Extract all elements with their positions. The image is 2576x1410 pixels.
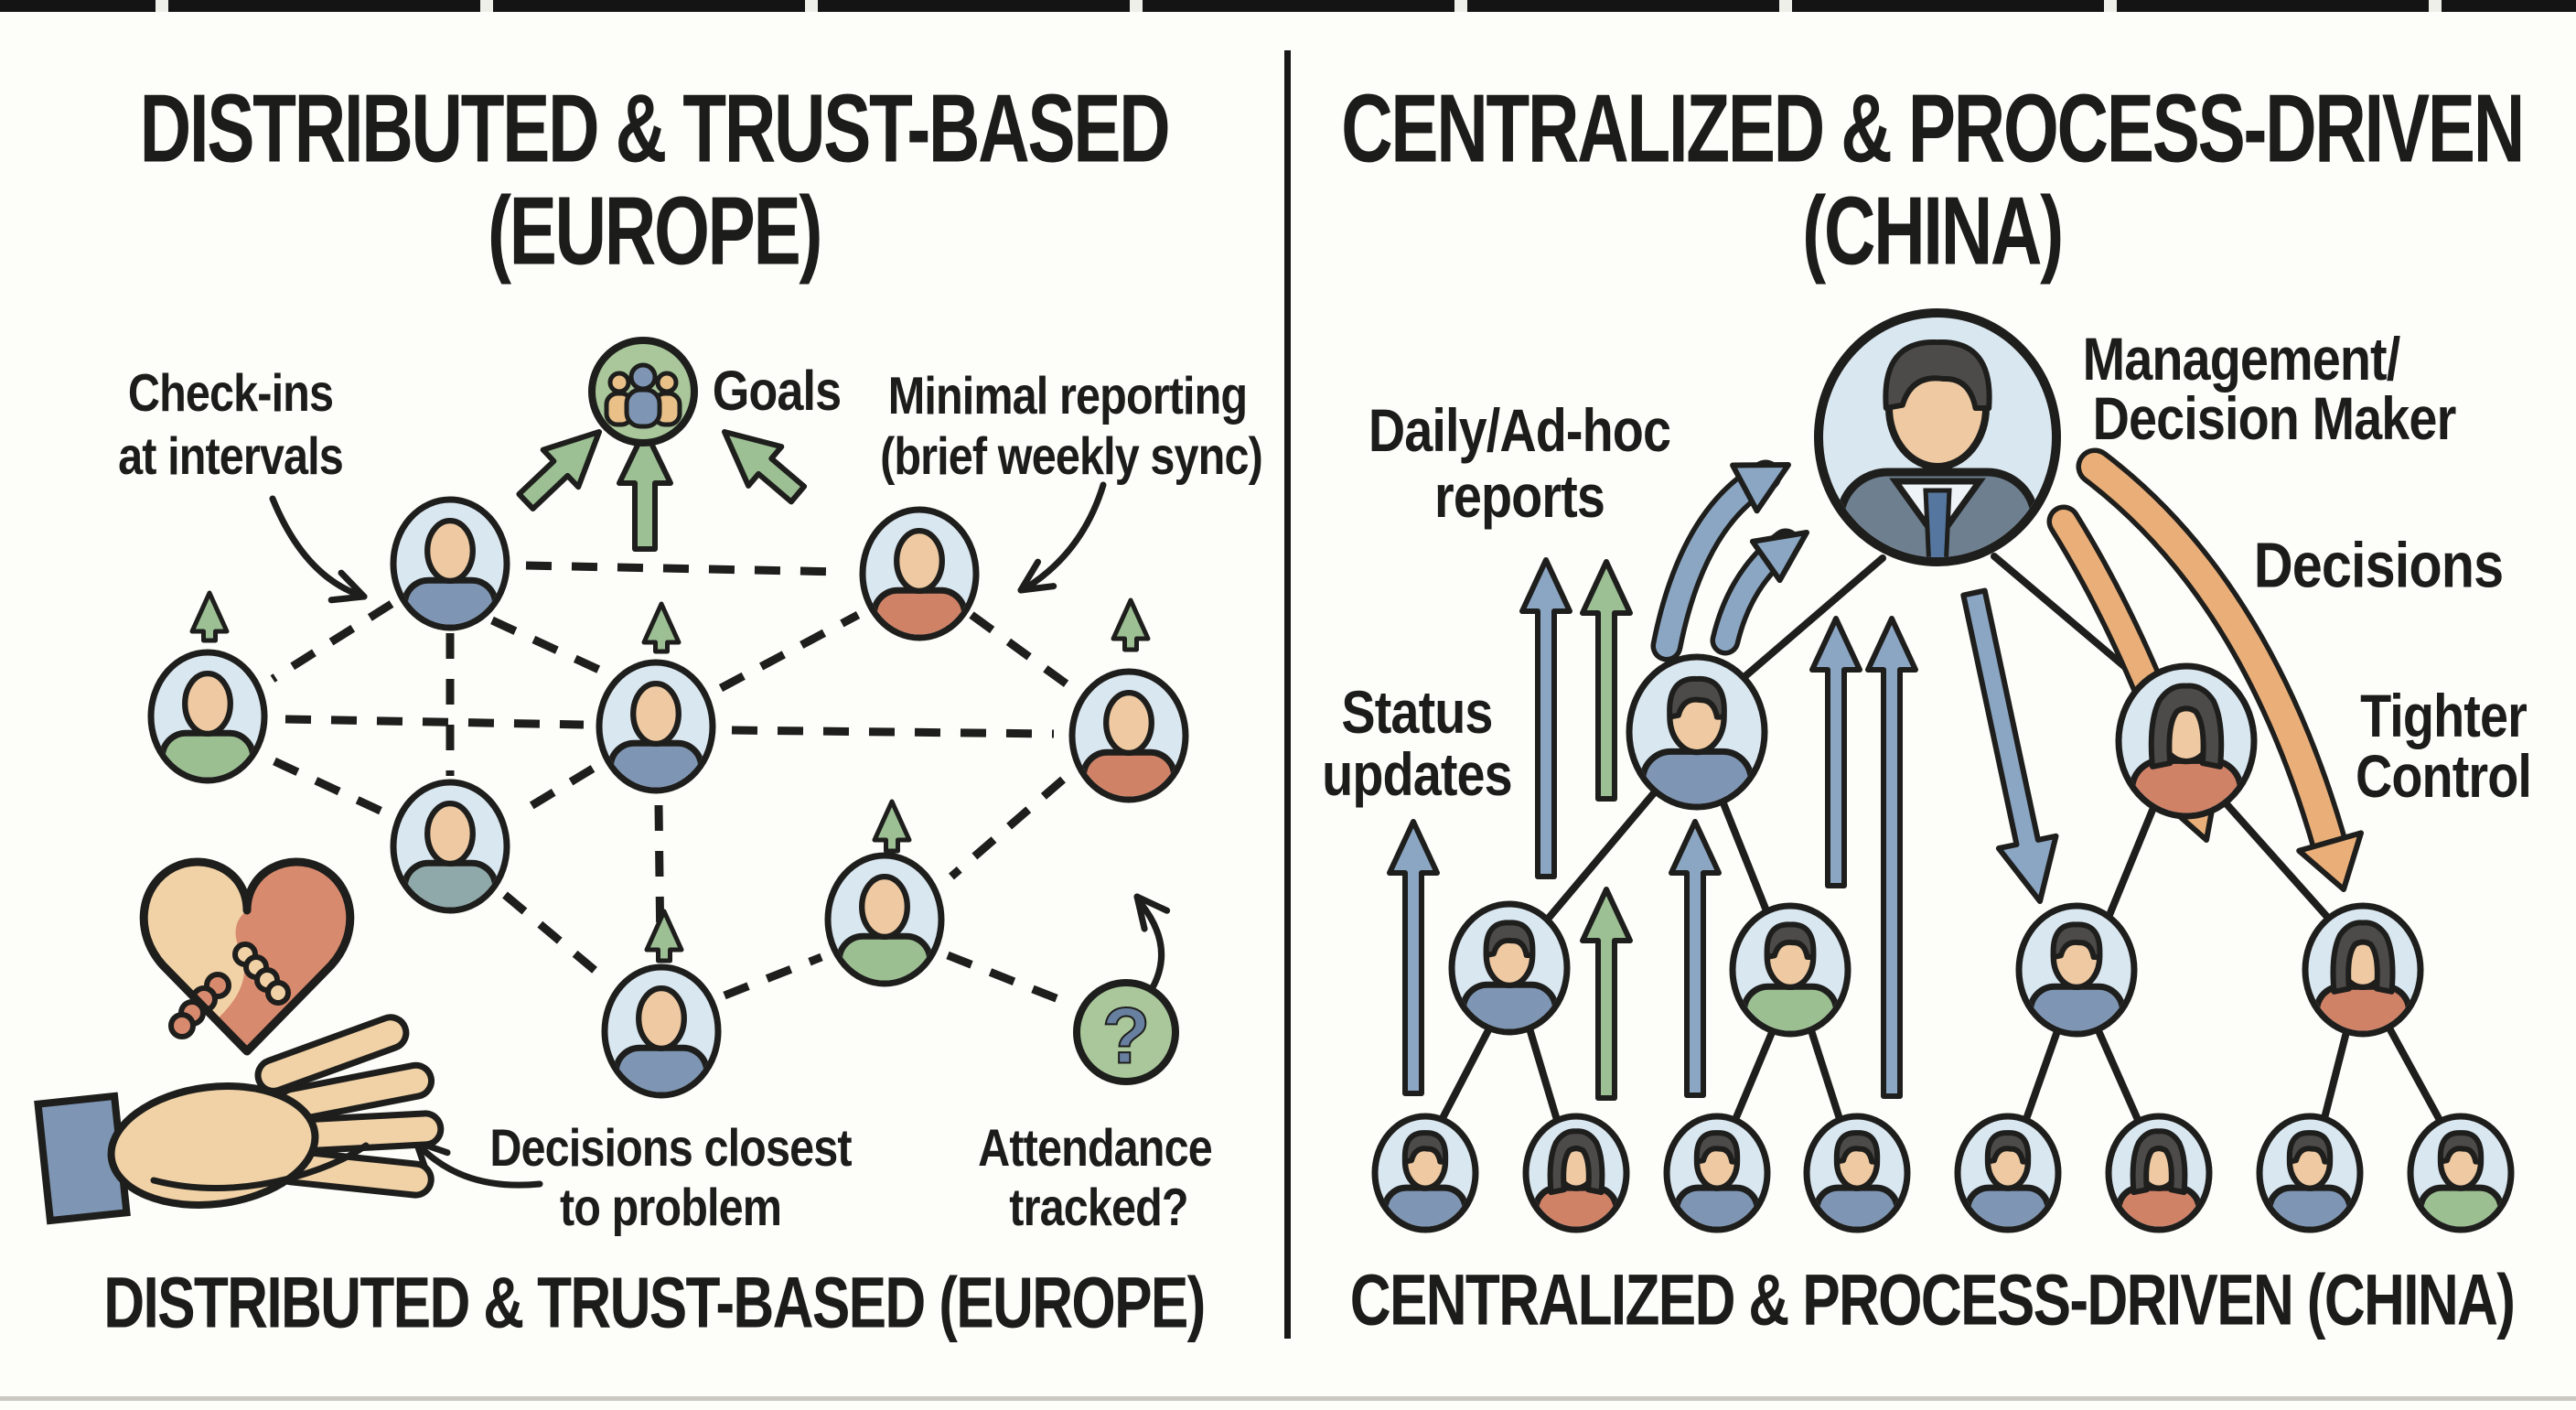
employee-avatar (1448, 900, 1571, 1036)
team-member-avatar (390, 779, 510, 914)
status-label-line1: Status (1341, 679, 1493, 748)
team-member-avatar (596, 659, 716, 794)
tighter-label-line2: Control (2355, 743, 2532, 812)
team-member-avatar (390, 496, 510, 631)
employee-avatar (1729, 902, 1852, 1038)
team-member-avatar (601, 963, 722, 1099)
daily-label-line2: reports (1434, 463, 1605, 532)
svg-text:?: ? (1102, 993, 1151, 1081)
employee-avatar (1371, 1113, 1479, 1233)
checkins-label-line2: at intervals (118, 427, 344, 486)
panel-left-footer: DISTRIBUTED & TRUST-BASED (EUROPE) (103, 1262, 1206, 1343)
decisions-closest-line2: to problem (559, 1179, 782, 1237)
decisions-label: Decisions (2253, 528, 2504, 601)
team-member-avatar (1068, 668, 1189, 803)
panel-right-footer: CENTRALIZED & PROCESS-DRIVEN (CHINA) (1349, 1259, 2516, 1340)
management-label-line2: Decision Maker (2092, 385, 2457, 454)
employee-avatar (2105, 1113, 2213, 1233)
panel-left-title-line2: (EUROPE) (487, 176, 823, 285)
employee-avatar (2015, 902, 2138, 1038)
status-label-line2: updates (1322, 741, 1513, 810)
report-arrows (1387, 557, 1918, 1101)
directive-down-arrow (1960, 587, 2059, 904)
handshake-heart-icon (139, 857, 355, 1056)
daily-label-line1: Daily/Ad-hoc (1368, 397, 1671, 466)
panel-divider (1284, 50, 1291, 1339)
employee-avatar (1663, 1113, 1771, 1233)
employee-avatar (1803, 1113, 1911, 1233)
panel-right-title-line1: CENTRALIZED & PROCESS-DRIVEN (1341, 73, 2525, 183)
team-member-avatar (824, 852, 945, 987)
scan-edge-artifact (0, 0, 2576, 12)
panel-left-title-line1: DISTRIBUTED & TRUST-BASED (139, 73, 1171, 183)
peer-network-links (270, 561, 1075, 1006)
annotation-arrows (269, 481, 1171, 1189)
management-label-line1: Management/ (2082, 326, 2401, 394)
employee-avatar (1954, 1113, 2062, 1233)
minimal-label-line2: (brief weekly sync) (880, 427, 1263, 486)
escalation-curved-arrows (1650, 459, 1809, 662)
open-hand-icon (34, 1014, 445, 1225)
hierarchy-lines (1438, 553, 2444, 1125)
minimal-label-line1: Minimal reporting (887, 367, 1248, 425)
employee-avatar (2407, 1113, 2515, 1233)
goals-icon (588, 337, 698, 447)
team-member-avatar (859, 506, 980, 641)
tighter-label-line1: Tighter (2360, 683, 2528, 751)
goal-arrows (189, 427, 1151, 963)
goals-label: Goals (712, 360, 842, 423)
bottom-edge-line (0, 1396, 2576, 1401)
employee-avatar (1522, 1113, 1630, 1233)
employee-avatar (2256, 1113, 2364, 1233)
decisions-closest-line1: Decisions closest (489, 1119, 852, 1178)
manager-avatar (1814, 308, 2061, 566)
attendance-label-line2: tracked? (1009, 1179, 1188, 1237)
panel-right-title-line2: (CHINA) (1802, 176, 2064, 285)
employee-avatar (2115, 662, 2258, 820)
question-mark-icon: ? (1073, 979, 1179, 1085)
attendance-label-line1: Attendance (978, 1119, 1213, 1178)
team-member-avatar (147, 649, 268, 784)
checkins-label-line1: Check-ins (127, 364, 334, 423)
employee-avatar (1626, 653, 1768, 811)
employee-avatar (2302, 902, 2424, 1038)
